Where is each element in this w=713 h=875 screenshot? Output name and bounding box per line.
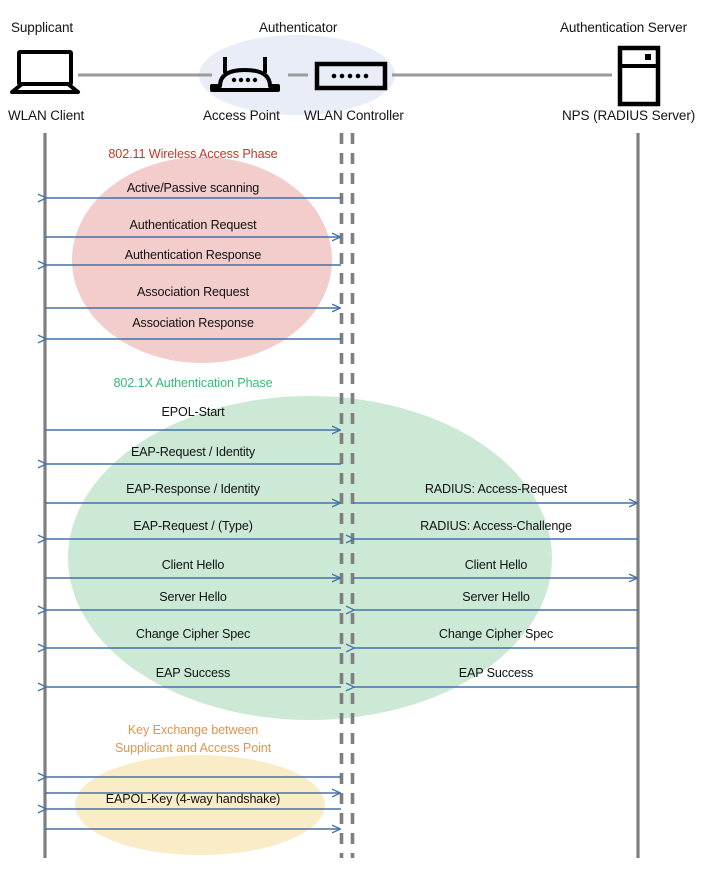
server-rack-icon [617,45,661,107]
message-label-authentication-response: Authentication Response [124,248,262,262]
phase-ellipse-wireless-access [72,157,332,363]
arrows-phase-dot1x [45,430,638,687]
message-label-change-cipher-spec-left: Change Cipher Spec [135,627,251,641]
message-label-eapol-key-handshake: EAPOL-Key (4-way handshake) [105,792,281,806]
message-label-association-response: Association Response [132,316,254,330]
role-label-supplicant: Supplicant [11,20,74,35]
message-label-eap-response-identity: EAP-Response / Identity [126,482,260,496]
message-label-eap-success-left: EAP Success [155,666,231,680]
message-label-active-passive-scanning: Active/Passive scanning [126,181,260,195]
message-label-association-request: Association Request [137,285,249,299]
phase-label-key-exchange-line1: Key Exchange between [127,723,259,737]
message-label-radius-access-challenge: RADIUS: Access-Challenge [420,519,572,533]
device-label-access-point: Access Point [203,108,280,123]
message-label-client-hello-right: Client Hello [464,558,528,572]
phase-label-key-exchange-line2: Supplicant and Access Point [114,741,272,756]
message-label-eap-request-type: EAP-Request / (Type) [133,519,253,533]
device-label-nps-server: NPS (RADIUS Server) [562,108,696,123]
phase-ellipse-key-exchange [75,755,325,855]
message-label-server-hello-right: Server Hello [462,590,530,604]
device-label-wlan-client: WLAN Client [8,108,85,123]
message-label-change-cipher-spec-right: Change Cipher Spec [438,627,554,641]
role-label-auth-server: Authentication Server [560,20,687,35]
phase-label-dot1x: 802.1X Authentication Phase [113,376,273,390]
arrows-phase-key-exchange [45,777,341,829]
role-label-authenticator: Authenticator [259,20,338,35]
message-label-eap-success-right: EAP Success [458,666,534,680]
message-label-epol-start: EPOL-Start [161,405,225,419]
wireless-router-icon [210,57,280,92]
network-switch-icon [314,61,388,91]
message-label-server-hello-left: Server Hello [159,590,227,604]
phase-ellipse-dot1x [68,396,552,720]
arrows-phase-wireless-access [45,198,341,339]
message-label-client-hello-left: Client Hello [161,558,225,572]
device-label-wlan-controller: WLAN Controller [304,108,404,123]
phase-label-wireless-access: 802.11 Wireless Access Phase [108,147,278,161]
phase-label-key-exchange: Key Exchange between Supplicant and Acce… [43,721,343,758]
message-label-eap-request-identity: EAP-Request / Identity [130,445,256,459]
laptop-icon [10,50,80,94]
message-label-authentication-request: Authentication Request [129,218,257,232]
message-label-radius-access-request: RADIUS: Access-Request [424,482,568,496]
